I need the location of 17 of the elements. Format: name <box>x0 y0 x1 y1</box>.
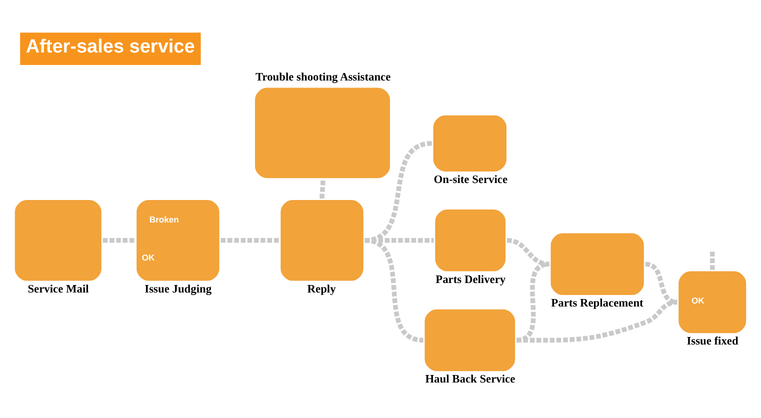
diagram-title: After-sales service <box>26 36 195 58</box>
connector <box>364 238 424 343</box>
node-label: On-site Service <box>434 174 508 186</box>
node-label: Issue fixed <box>686 336 738 348</box>
connector <box>710 251 715 270</box>
node-label: Haul Back Service <box>425 374 516 386</box>
connector <box>220 238 280 243</box>
connector <box>506 238 550 267</box>
node-label: Parts Replacement <box>551 298 644 310</box>
node-label: Service Mail <box>28 283 89 296</box>
node-label: Reply <box>307 283 336 296</box>
connector <box>516 300 678 343</box>
node-label: Trouble shooting Assistance <box>255 71 391 84</box>
connector <box>102 238 136 243</box>
node-label: Parts Delivery <box>436 274 506 286</box>
connector <box>320 180 326 199</box>
node-label: Issue Judging <box>144 283 212 296</box>
